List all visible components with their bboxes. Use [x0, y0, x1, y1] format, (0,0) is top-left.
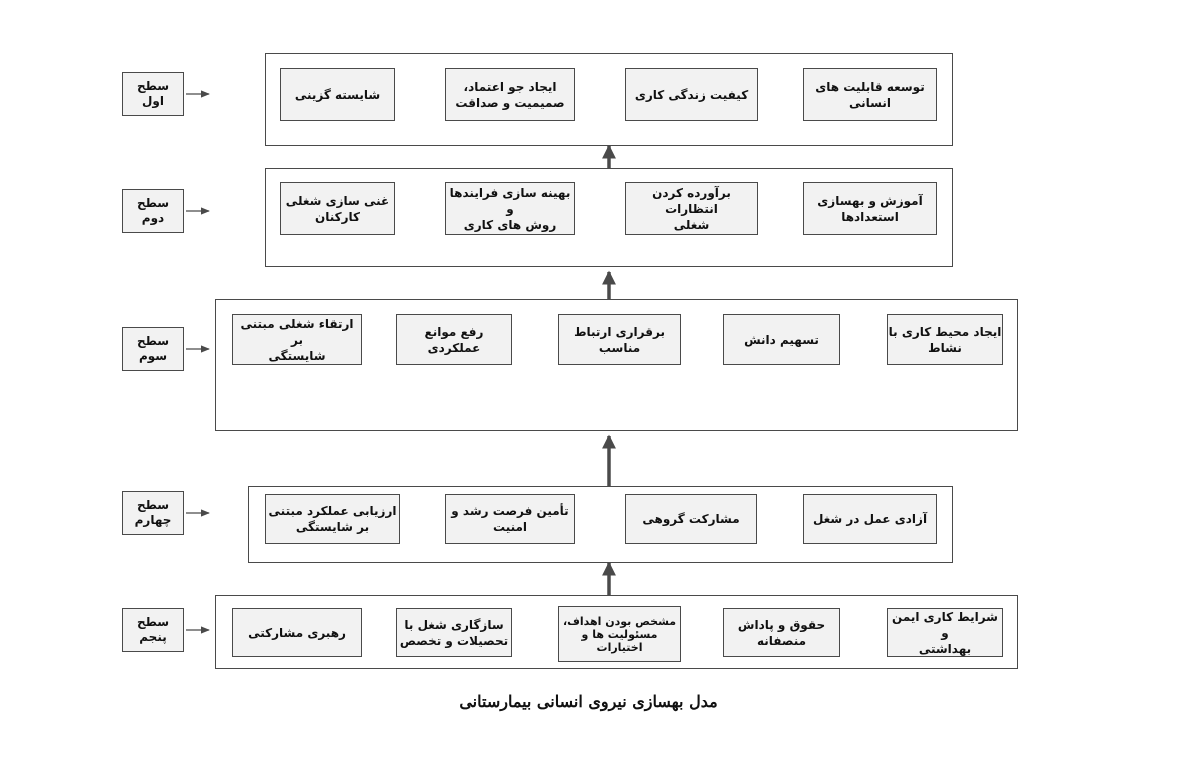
node-text: شغلی	[673, 217, 710, 232]
node-lively-work-environment: ایجاد محیط کاری با نشاط	[887, 314, 1003, 365]
node-job-autonomy: آزادی عمل در شغل	[803, 494, 937, 544]
level-label-line: سطح	[136, 498, 170, 512]
node-fair-pay: حقوق و پاداش منصفانه	[723, 608, 840, 657]
node-group-participation: مشارکت گروهی	[625, 494, 757, 544]
node-text: تسهیم دانش	[744, 332, 819, 347]
node-text: ایجاد جو اعتماد،	[463, 79, 557, 94]
node-text: سازگاری شغل با	[404, 617, 504, 632]
level-label-line: اول	[142, 94, 164, 108]
node-text: امنیت	[492, 520, 528, 534]
node-text: مسئولیت ها و	[581, 627, 658, 641]
level-label-line: سوم	[138, 349, 168, 363]
node-text: بر شایستگی	[295, 520, 370, 534]
node-text: ایجاد محیط کاری با	[888, 324, 1002, 339]
node-text: رهبری مشارکتی	[248, 625, 346, 640]
node-training-talents: آموزش و بهسازی استعدادها	[803, 182, 937, 235]
node-participative-leadership: رهبری مشارکتی	[232, 608, 362, 657]
node-text: توسعه قابلیت های	[815, 79, 925, 94]
node-text: مناسب	[598, 340, 641, 355]
node-merit-based-evaluation: ارزیابی عملکرد مبتنی بر شایستگی	[265, 494, 400, 544]
level-4-label: سطح چهارم	[122, 491, 184, 535]
node-proper-communication: برقراری ارتباط مناسب	[558, 314, 681, 365]
node-job-education-fit: سازگاری شغل با تحصیلات و تخصص	[396, 608, 512, 657]
node-text: غنی سازی شغلی	[285, 193, 390, 208]
level-3-label: سطح سوم	[122, 327, 184, 371]
node-text: ارزیابی عملکرد مبتنی	[268, 504, 397, 518]
node-text: مشارکت گروهی	[642, 512, 740, 526]
node-text: شایستگی	[268, 348, 326, 363]
level-label-line: چهارم	[134, 513, 172, 527]
node-growth-security: تأمین فرصت رشد و امنیت	[445, 494, 575, 544]
node-text: برآورده کردن انتظارات	[652, 185, 731, 216]
node-text: انسانی	[849, 95, 891, 110]
node-text: نشاط	[928, 340, 962, 355]
node-knowledge-sharing: تسهیم دانش	[723, 314, 840, 365]
figure-caption: مدل بهسازی نیروی انسانی بیمارستانی	[459, 692, 718, 711]
node-text: ارتقاء شغلی مبتنی بر	[240, 316, 354, 347]
level-label-line: سطح	[136, 196, 170, 210]
node-text: تحصیلات و تخصص	[399, 633, 509, 648]
node-job-enrichment: غنی سازی شغلی کارکنان	[280, 182, 395, 235]
node-trust-climate: ایجاد جو اعتماد، صمیمیت و صداقت	[445, 68, 575, 121]
level-label-line: سطح	[136, 334, 170, 348]
node-text: آزادی عمل در شغل	[812, 512, 928, 526]
node-safe-conditions: شرایط کاری ایمن و بهداشتی	[887, 608, 1003, 657]
node-text: شرایط کاری ایمن و	[892, 609, 998, 640]
level-2-label: سطح دوم	[122, 189, 184, 233]
node-text: آموزش و بهسازی	[817, 193, 923, 208]
node-text: تأمین فرصت رشد و	[451, 504, 569, 518]
node-text: شایسته گزینی	[294, 87, 381, 102]
level-1-label: سطح اول	[122, 72, 184, 116]
node-text: استعدادها	[841, 209, 899, 224]
node-text: کارکنان	[314, 209, 361, 224]
level-5-label: سطح پنجم	[122, 608, 184, 652]
node-text: روش های کاری	[463, 217, 557, 232]
node-text: صمیمیت و صداقت	[455, 95, 565, 110]
node-text: حقوق و پاداش	[737, 617, 826, 632]
node-human-capability-development: توسعه قابلیت های انسانی	[803, 68, 937, 121]
node-merit-based-promotion: ارتقاء شغلی مبتنی بر شایستگی	[232, 314, 362, 365]
level-label-line: پنجم	[139, 630, 167, 644]
node-meritocratic-selection: شایسته گزینی	[280, 68, 395, 121]
node-meeting-job-expectations: برآورده کردن انتظارات شغلی	[625, 182, 758, 235]
node-text: کیفیت زندگی کاری	[634, 87, 749, 102]
node-removing-barriers: رفع موانع عملکردی	[396, 314, 512, 365]
node-text: منصفانه	[756, 633, 807, 648]
node-text: مشخص بودن اهداف،	[562, 614, 677, 628]
node-process-optimization: بهینه سازی فرایندها و روش های کاری	[445, 182, 575, 235]
node-text: بهینه سازی فرایندها و	[449, 185, 571, 216]
node-text: اختیارات	[596, 640, 643, 654]
level-label-line: سطح	[136, 79, 170, 93]
level-label-line: سطح	[136, 615, 170, 629]
node-text: برقراری ارتباط	[574, 324, 665, 339]
node-quality-of-work-life: کیفیت زندگی کاری	[625, 68, 758, 121]
node-text: بهداشتی	[918, 641, 972, 656]
node-text: رفع موانع عملکردی	[424, 324, 484, 355]
node-clear-goals: مشخص بودن اهداف، مسئولیت ها و اختیارات	[558, 606, 681, 662]
level-label-line: دوم	[141, 211, 165, 225]
